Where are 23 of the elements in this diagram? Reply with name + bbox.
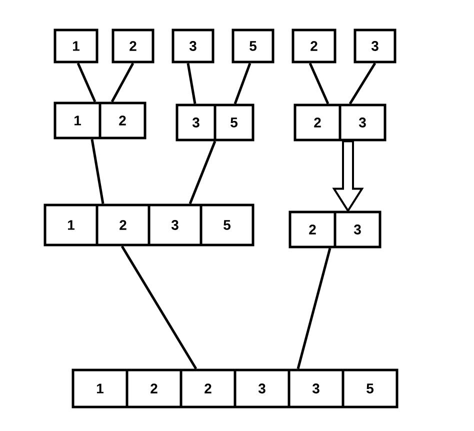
line (188, 140, 216, 204)
line (348, 62, 376, 104)
number-box: 2 (292, 28, 336, 64)
number-box: 1 (54, 28, 98, 64)
line (296, 248, 332, 370)
number-box: 3 (354, 28, 396, 64)
array-box: 2 3 (294, 104, 386, 142)
block-arrow (332, 140, 364, 213)
number-box: 2 (112, 28, 154, 64)
array-box: 1 2 2 3 3 5 (72, 368, 398, 408)
array-box: 2 3 (288, 210, 382, 248)
array-box: 1 2 3 5 (44, 204, 254, 246)
line (110, 62, 134, 102)
line (234, 62, 252, 104)
array-box: 1 2 (54, 102, 146, 140)
line (90, 139, 104, 204)
line (308, 62, 330, 104)
line (120, 246, 198, 370)
number-box: 5 (232, 28, 274, 64)
line (76, 62, 96, 102)
array-box: 3 5 (176, 104, 254, 142)
line (186, 63, 196, 104)
number-box: 3 (172, 28, 214, 64)
